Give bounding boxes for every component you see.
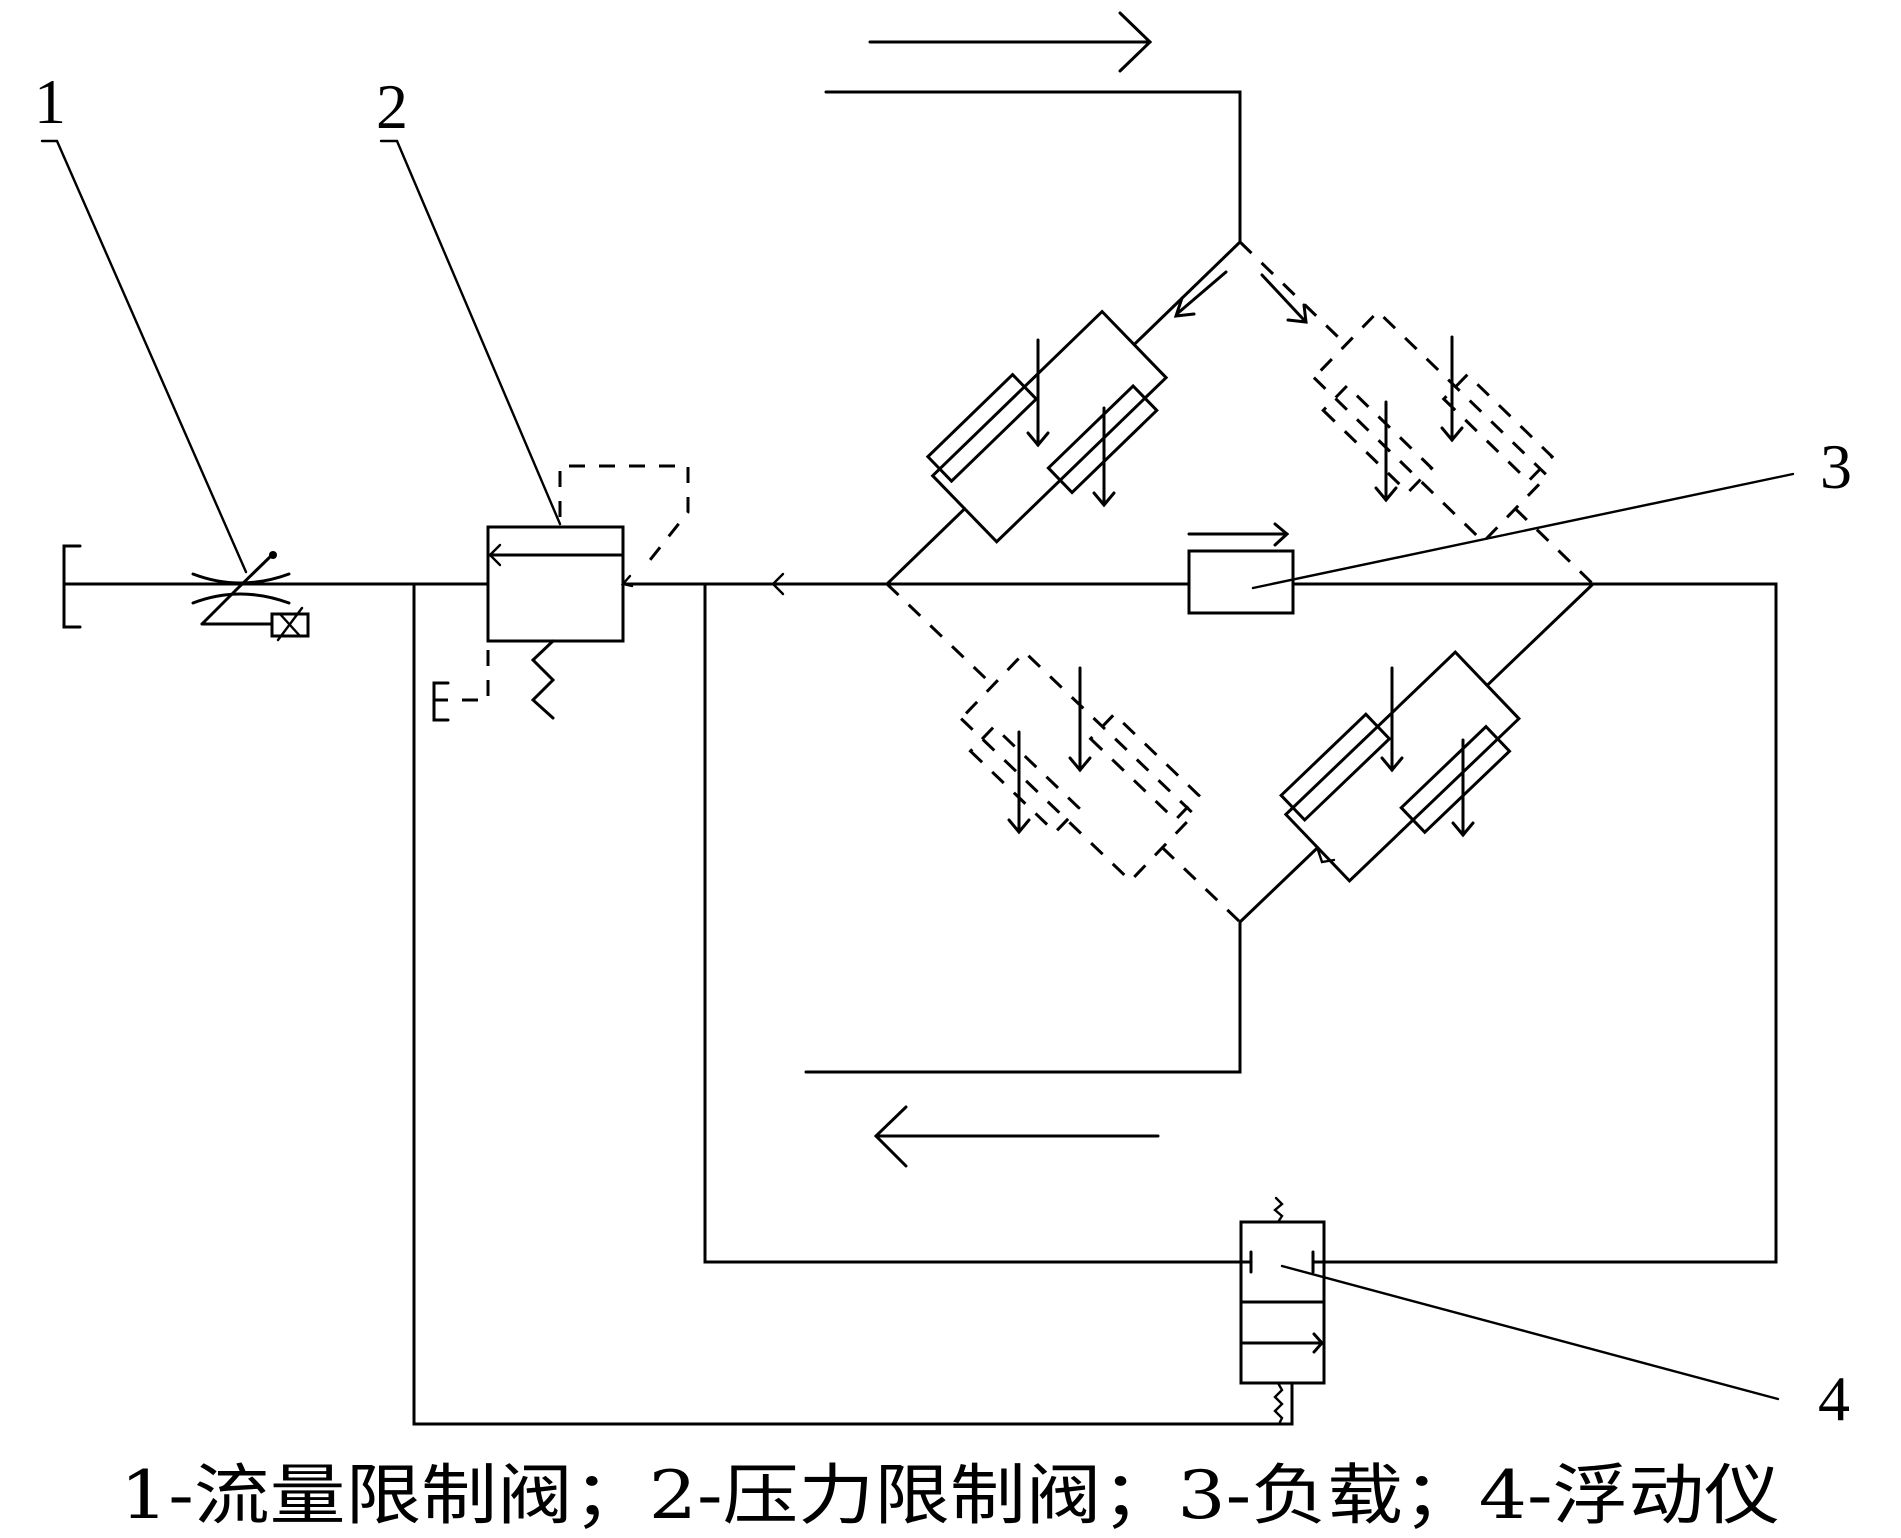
variable-orifice-2 [1441, 372, 1555, 484]
main-line-right [1291, 582, 1778, 1264]
leader-1 [40, 139, 248, 574]
arm-lead [1514, 507, 1595, 586]
arm-lead [1161, 846, 1242, 924]
spring-icon [530, 639, 556, 720]
flow-chevron-icon [1316, 848, 1336, 864]
callout-label-2: 2 [376, 71, 408, 142]
outer-loop-line [412, 582, 1294, 1426]
variable-orifice-2 [925, 372, 1039, 484]
adjust-arrow-icon [1007, 730, 1031, 835]
arm-lead [1132, 240, 1242, 347]
flow-limit-valve [191, 551, 310, 642]
spring-top-icon [1273, 1196, 1284, 1224]
variable-orifice-1 [1321, 383, 1434, 495]
load [1187, 522, 1295, 615]
arm-lead [885, 507, 967, 586]
adjust-arrow-icon [1374, 400, 1398, 503]
variable-orifice-1 [1399, 724, 1512, 835]
adjust-arrow-icon [1451, 738, 1475, 838]
bridge-arm-bottom-left [885, 582, 1242, 924]
callout-label-3: 3 [1820, 431, 1852, 502]
arm-flow-arrow-top-right [1260, 273, 1308, 324]
top-flow-arrow [868, 11, 1153, 73]
callout-label-4: 4 [1818, 1363, 1850, 1434]
inner-loop-line [703, 582, 1243, 1264]
adjust-arrow-icon [1092, 406, 1116, 508]
callout-label-1: 1 [34, 66, 66, 137]
bridge-arm-top-left [885, 240, 1242, 586]
flow-direction-chevron [771, 572, 785, 596]
adjust-arrow-icon [1440, 335, 1464, 443]
pilot-line [558, 464, 690, 561]
variable-orifice-2 [1279, 712, 1392, 823]
adjust-arrow-icon [1068, 666, 1092, 773]
fixed-orifice-block [930, 309, 1169, 544]
variable-orifice-1 [1046, 383, 1159, 495]
leader-3 [1251, 472, 1795, 590]
pressure-limit-valve [432, 464, 690, 722]
arm-lead [1238, 240, 1347, 346]
port-bracket-icon [62, 544, 82, 629]
bridge-arm-bottom-right [1238, 582, 1595, 924]
adjust-arrow-icon [1026, 338, 1050, 448]
leader-2 [379, 139, 562, 526]
adjust-arrow-icon [200, 553, 274, 626]
fixed-orifice-block [1283, 650, 1522, 883]
fixed-orifice-block [958, 650, 1197, 883]
drain-line [446, 650, 490, 702]
variable-orifice-2 [1088, 712, 1201, 823]
variable-orifice-1 [968, 724, 1081, 835]
spring-bottom-icon [1273, 1381, 1284, 1426]
bottom-flow-arrow [873, 1105, 1160, 1168]
fixed-orifice-block [1311, 309, 1550, 544]
bottom-return-line [804, 920, 1242, 1074]
leader-4 [1280, 1264, 1780, 1401]
arm-lead [1238, 846, 1320, 924]
arm-lead [885, 582, 994, 687]
arm-flow-arrow-top-left [1173, 270, 1228, 318]
bridge-network [885, 240, 1595, 924]
figure-caption: 1-流量限制阀；2-压力限制阀；3-负载；4-浮动仪 [120, 1457, 1780, 1534]
arm-lead [1485, 582, 1595, 687]
floating-instrument [1239, 1196, 1326, 1426]
top-supply-line [824, 90, 1242, 244]
bridge-arm-top-right [1238, 240, 1595, 586]
adjust-arrow-icon [1380, 666, 1404, 773]
